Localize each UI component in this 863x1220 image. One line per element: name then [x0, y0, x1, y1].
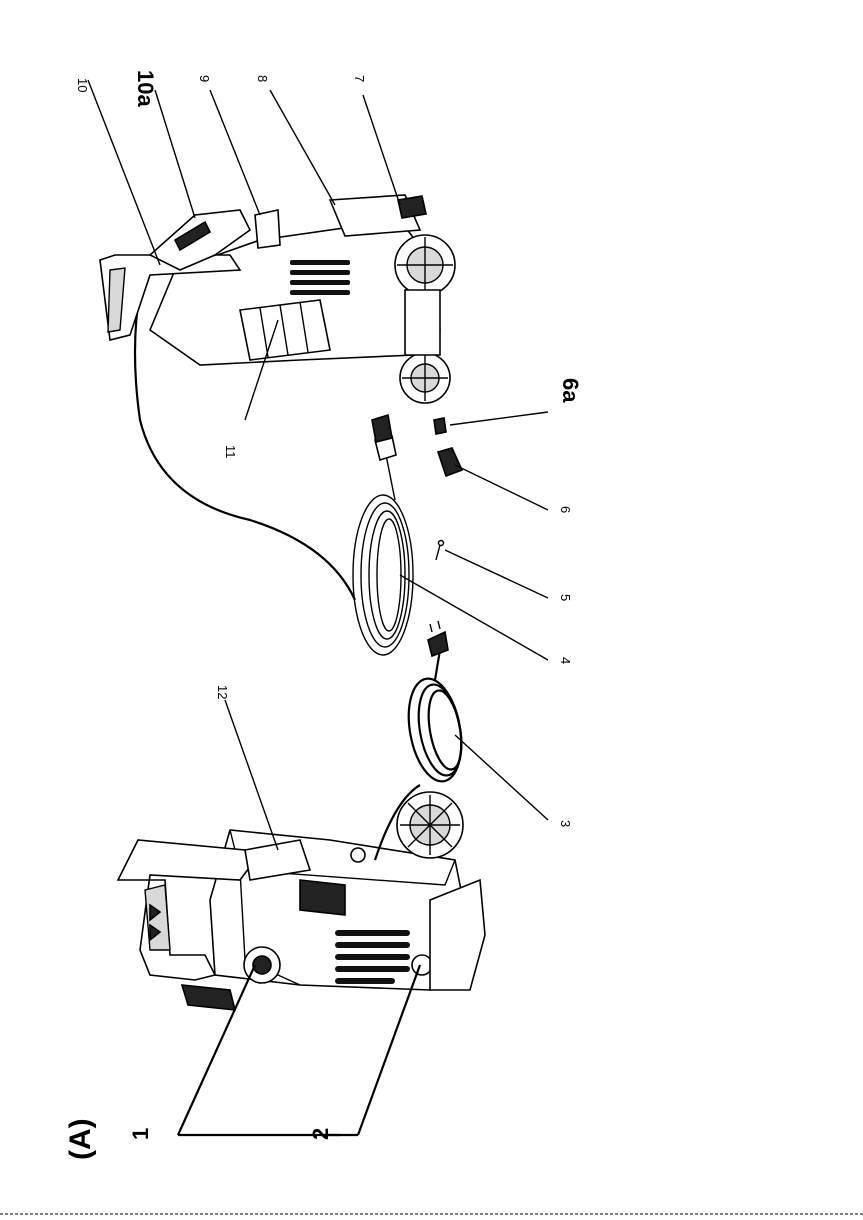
label-12: 12	[215, 685, 230, 699]
cleaning-needle	[436, 545, 440, 560]
label-5: 5	[558, 594, 573, 601]
wheel-front	[397, 792, 463, 858]
label-9: 9	[197, 75, 212, 82]
label-10: 10	[75, 78, 90, 92]
label-10a: 10a	[133, 70, 158, 107]
label-2: 2	[308, 1128, 333, 1140]
label-4: 4	[558, 657, 573, 664]
label-6a: 6a	[558, 378, 583, 403]
washer-front-view	[118, 792, 485, 1010]
wheel-rear-top	[395, 235, 455, 295]
wheel-rear-bottom	[400, 353, 450, 403]
label-7: 7	[352, 75, 367, 82]
nozzle-parts	[434, 418, 462, 476]
figure-title: (A)	[64, 1118, 97, 1160]
label-6: 6	[558, 506, 573, 513]
washer-rear-view	[100, 195, 455, 403]
label-3: 3	[558, 820, 573, 827]
label-11: 11	[223, 445, 238, 459]
label-8: 8	[255, 75, 270, 82]
label-1: 1	[128, 1128, 153, 1140]
